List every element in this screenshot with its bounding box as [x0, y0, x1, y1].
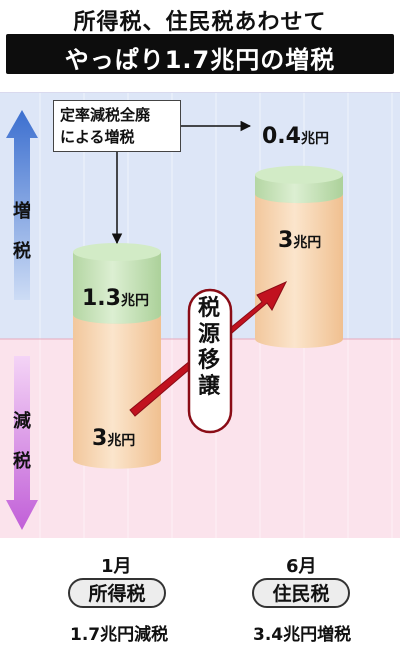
- legend-line-1: 定率減税全廃: [60, 106, 151, 124]
- resident-tax-badge: 住民税: [252, 578, 350, 608]
- jan-base-label: 3兆円: [92, 426, 135, 451]
- increase-arrow: [6, 110, 38, 300]
- decrease-arrow: [6, 356, 38, 530]
- income-tax-badge: 所得税: [68, 578, 166, 608]
- bars-layer: [73, 165, 343, 469]
- transfer-char-4: 譲: [197, 374, 220, 399]
- jun-base-unit: 兆円: [293, 235, 322, 251]
- bar-jan-reduction-segment: [73, 243, 161, 324]
- title-bar: [6, 34, 394, 74]
- bar-jan-reduction-segment-cap: [73, 243, 161, 261]
- decrease-label-char-2: 税: [13, 451, 31, 472]
- jan-total-label: 1.7兆円減税: [70, 625, 169, 645]
- transfer-badge: [187, 288, 233, 434]
- transfer-char-2: 源: [197, 322, 220, 347]
- jan-base-unit: 兆円: [107, 433, 136, 449]
- decrease-label: 減 税: [12, 402, 32, 482]
- decrease-label-char-1: 減: [13, 411, 31, 432]
- x-tick-label-jun: 6月: [286, 556, 317, 577]
- x-tick-label-jan: 1月: [101, 556, 132, 577]
- bar-jun-increase-segment: [255, 165, 343, 204]
- transfer-char-3: 移: [197, 348, 220, 373]
- bar-jun-increase-segment-cap: [255, 165, 343, 184]
- jun-increase-label: 0.4兆円: [262, 124, 329, 149]
- legend-note: 定率減税全廃 による増税: [53, 100, 181, 152]
- jun-base-value: 3: [278, 228, 294, 253]
- jan-reduction-unit: 兆円: [120, 293, 149, 309]
- jun-total-label: 3.4兆円増税: [253, 625, 352, 645]
- bar-jun-base-segment-body: [255, 194, 343, 348]
- chart-area: [0, 92, 400, 539]
- jan-reduction-value: 1.3: [82, 286, 121, 311]
- jun-increase-unit: 兆円: [300, 131, 329, 147]
- chart-title: やっぱり1.7兆円の増税: [64, 46, 336, 74]
- increase-label-char-1: 増: [13, 201, 31, 222]
- jun-base-label: 3兆円: [278, 228, 321, 253]
- tax-transfer-label: 税 源 移 譲: [190, 296, 228, 400]
- bar-jan-base-segment-body: [73, 314, 161, 469]
- increase-label-char-2: 税: [13, 241, 31, 262]
- bar-jun-base-segment: [255, 185, 343, 348]
- jan-reduction-label: 1.3兆円: [82, 286, 149, 311]
- jan-base-value: 3: [92, 426, 108, 451]
- bar-jan-reduction-segment-body: [73, 252, 161, 324]
- increase-label: 増 税: [12, 192, 32, 272]
- chart-subtitle: 所得税、住民税あわせて: [73, 10, 327, 35]
- transfer-char-1: 税: [197, 296, 220, 321]
- jun-increase-value: 0.4: [262, 124, 301, 149]
- legend-line-2: による増税: [60, 128, 135, 146]
